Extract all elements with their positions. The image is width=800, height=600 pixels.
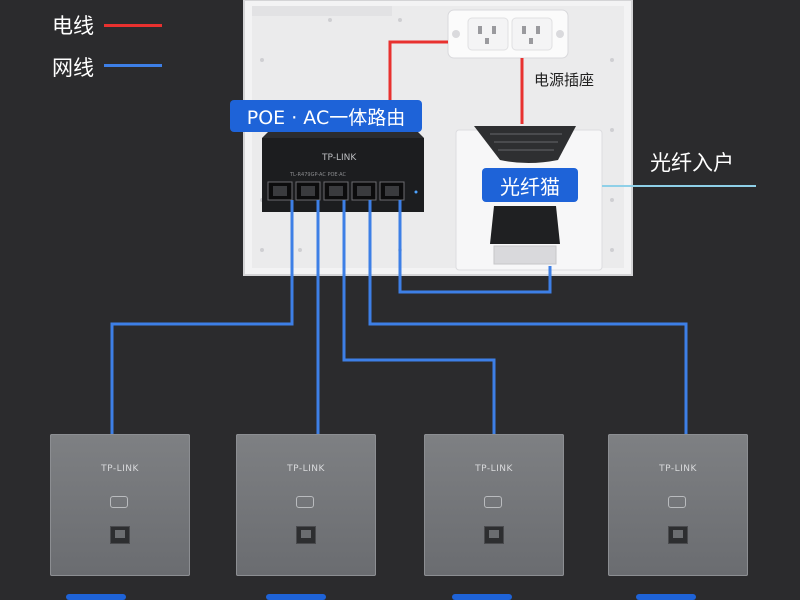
poe-router: TP-LINK TL-R479GP-AC POE·AC bbox=[262, 128, 424, 212]
access-point-4: TP-LINK bbox=[608, 434, 748, 576]
ap-led-icon bbox=[484, 496, 502, 508]
ap-label-tab-2 bbox=[266, 594, 326, 600]
ap-cable-3 bbox=[342, 200, 496, 434]
access-point-1: TP-LINK bbox=[50, 434, 190, 576]
ap-label-tab-4 bbox=[636, 594, 696, 600]
router-model-text: TL-R479GP-AC POE·AC bbox=[289, 172, 346, 178]
ap-ethernet-port bbox=[110, 526, 130, 544]
modem-label: 光纤猫 bbox=[482, 168, 578, 202]
ap-brand-text: TP-LINK bbox=[101, 464, 139, 474]
legend-network-label: 网线 bbox=[52, 56, 94, 80]
ap-ethernet-port bbox=[484, 526, 504, 544]
router-label: POE · AC一体路由 bbox=[230, 100, 422, 132]
ap-ethernet-port bbox=[296, 526, 316, 544]
ap-led-icon bbox=[296, 496, 314, 508]
access-point-2: TP-LINK bbox=[236, 434, 376, 576]
box-top-slot bbox=[252, 6, 392, 16]
access-point-3: TP-LINK bbox=[424, 434, 564, 576]
legend-power-line bbox=[104, 24, 162, 27]
power-outlet bbox=[447, 9, 569, 59]
router-brand-text: TP-LINK bbox=[321, 153, 357, 163]
ap-brand-text: TP-LINK bbox=[475, 464, 513, 474]
legend-network-line bbox=[104, 64, 162, 67]
power-cable bbox=[388, 40, 448, 128]
ap-cable-4 bbox=[368, 200, 688, 434]
ap-ethernet-port bbox=[668, 526, 688, 544]
ap-led-icon bbox=[668, 496, 686, 508]
ap-label-tab-3 bbox=[452, 594, 512, 600]
router-modem-cable bbox=[398, 200, 552, 294]
legend-power-label: 电线 bbox=[52, 14, 94, 38]
ap-led-icon bbox=[110, 496, 128, 508]
ap-cable-1 bbox=[110, 200, 294, 434]
outlet-label: 电源插座 bbox=[534, 70, 595, 89]
ap-brand-text: TP-LINK bbox=[659, 464, 697, 474]
fiber-in-label: 光纤入户 bbox=[650, 151, 734, 175]
ap-label-tab-1 bbox=[66, 594, 126, 600]
ap-brand-text: TP-LINK bbox=[287, 464, 325, 474]
